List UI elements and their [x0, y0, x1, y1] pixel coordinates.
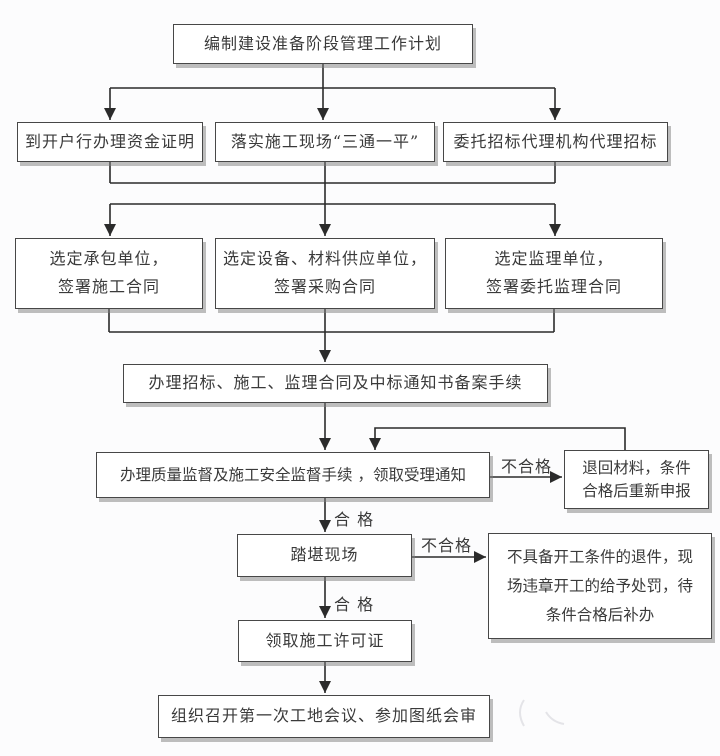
node-line: 选定承包单位， [49, 249, 169, 269]
node-reject: 不具备开工条件的退件，现 场违章开工的给予处罚，待 条件合格后补办 [488, 533, 712, 639]
node-line: 退回材料，条件 [582, 458, 691, 477]
watermark-marks [519, 699, 565, 727]
node-line: 选定监理单位， [494, 249, 614, 269]
node-supervisor: 选定监理单位， 签署委托监理合同 [445, 238, 663, 309]
node-line: 签署采购合同 [273, 276, 376, 296]
node-supplier: 选定设备、材料供应单位， 签署采购合同 [215, 238, 435, 309]
node-record: 办理招标、施工、监理合同及中标通知书备案手续 [123, 364, 548, 403]
node-quality: 办理质量监督及施工安全监督手续 ，领取受理通知 [96, 452, 490, 498]
node-fund: 到开户行办理资金证明 [17, 122, 203, 162]
node-line: 签署委托监理合同 [485, 276, 622, 296]
node-line: 签署施工合同 [57, 276, 160, 296]
node-line: 场违章开工的给予处罚，待 [506, 576, 693, 595]
edge-label-unqualified-1: 不合格 [501, 457, 553, 476]
node-line: 选定设备、材料供应单位， [222, 249, 427, 269]
edge-label-qualified-2: 合 格 [334, 595, 375, 614]
node-agency: 委托招标代理机构代理招标 [443, 122, 668, 162]
node-line: 条件合格后补办 [545, 605, 655, 624]
edge-label-unqualified-2: 不合格 [421, 536, 473, 555]
node-plan: 编制建设准备阶段管理工作计划 [173, 24, 473, 64]
node-permit: 领取施工许可证 [238, 620, 412, 662]
node-site-visit: 踏堪现场 [237, 534, 412, 577]
edge-label-qualified-1: 合 格 [334, 510, 375, 529]
node-meeting: 组织召开第一次工地会议、参加图纸会审 [158, 695, 490, 738]
node-site: 落实施工现场“三通一平” [215, 122, 435, 162]
node-line: 合格后重新申报 [582, 481, 691, 500]
edge-return-feedback [369, 427, 626, 450]
node-return-materials: 退回材料，条件 合格后重新申报 [564, 450, 709, 509]
node-line: 不具备开工条件的退件，现 [506, 547, 693, 566]
node-contractor: 选定承包单位， 签署施工合同 [15, 238, 203, 309]
